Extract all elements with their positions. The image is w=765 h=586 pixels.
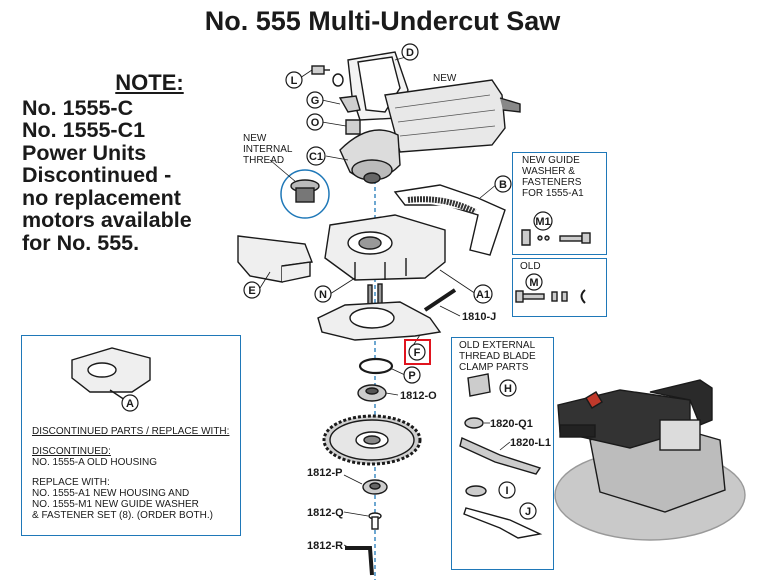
label-o bbox=[306, 113, 324, 131]
part-m1-text: M1 bbox=[535, 216, 550, 228]
discontinued-subheading: DISCONTINUED: bbox=[32, 446, 111, 457]
guard-b bbox=[393, 184, 506, 256]
old-parts-box bbox=[512, 258, 607, 317]
label-g bbox=[306, 91, 324, 109]
replace-line: NO. 1555-A1 NEW HOUSING AND bbox=[32, 488, 190, 499]
callout-line: FASTENERS bbox=[522, 177, 582, 188]
saw-blade bbox=[322, 414, 422, 466]
external-thread-parts bbox=[459, 373, 543, 539]
label-h bbox=[499, 379, 517, 397]
note-line: Power Units bbox=[22, 140, 147, 165]
discontinued-text: DISCONTINUED PARTS / REPLACE WITH: DISCO… bbox=[32, 426, 236, 521]
part-number-1812p: 1812-P bbox=[307, 467, 342, 479]
part-h-text: H bbox=[504, 383, 512, 395]
part-l-text: L bbox=[291, 75, 298, 87]
label-c1 bbox=[306, 146, 326, 166]
highlight-f bbox=[404, 339, 431, 365]
callout-line: CLAMP PARTS bbox=[459, 362, 529, 373]
callout-line: FOR 1555-A1 bbox=[522, 188, 584, 199]
callout-line: INTERNAL bbox=[243, 144, 293, 155]
page-title: No. 555 Multi-Undercut Saw bbox=[204, 6, 561, 36]
note-heading: NOTE: bbox=[115, 70, 184, 95]
callout-line: OLD EXTERNAL bbox=[459, 340, 536, 351]
guide-washer-parts bbox=[521, 229, 591, 246]
note-line: no replacement bbox=[22, 185, 181, 210]
label-a1 bbox=[473, 284, 493, 304]
product-photo bbox=[554, 379, 746, 541]
internal-thread-detail bbox=[269, 159, 330, 219]
new-label: NEW bbox=[433, 73, 457, 84]
part-e-text: E bbox=[248, 285, 255, 297]
label-n bbox=[314, 285, 332, 303]
label-d bbox=[401, 43, 419, 61]
label-b bbox=[494, 175, 512, 193]
note-line: No. 1555-C1 bbox=[22, 118, 146, 142]
new-internal-thread-label: NEW INTERNAL THREAD bbox=[243, 133, 292, 166]
discontinued-line: NO. 1555-A OLD HOUSING bbox=[32, 457, 158, 468]
part-a-text: A bbox=[126, 398, 134, 410]
part-d-text: D bbox=[406, 47, 414, 59]
small-fasteners bbox=[311, 65, 361, 135]
guide-box-label: NEW GUIDE WASHER & FASTENERS FOR 1555-A1 bbox=[522, 155, 584, 199]
label-l bbox=[285, 71, 303, 89]
base-plate-f bbox=[317, 301, 442, 341]
washer-p bbox=[358, 357, 394, 375]
part-g-text: G bbox=[311, 95, 320, 107]
part-number-1812o: 1812-O bbox=[400, 390, 437, 402]
callout-line: THREAD BLADE bbox=[459, 351, 536, 362]
flange-1812p bbox=[362, 479, 388, 495]
flange-1812o bbox=[357, 384, 387, 402]
plate-e bbox=[237, 235, 313, 283]
part-o-text: O bbox=[311, 117, 320, 129]
discontinued-header: DISCONTINUED PARTS / REPLACE WITH: bbox=[32, 426, 230, 437]
old-box-label: OLD bbox=[520, 261, 541, 272]
label-p bbox=[403, 366, 421, 384]
callout-line: NEW bbox=[243, 133, 267, 144]
label-j bbox=[519, 502, 537, 520]
motor-unit bbox=[339, 51, 521, 184]
part-number-1820q1: 1820-Q1 bbox=[490, 418, 533, 430]
old-housing-a bbox=[71, 347, 151, 401]
label-m1 bbox=[533, 211, 553, 231]
callout-line: NEW GUIDE bbox=[522, 155, 580, 166]
discontinued-parts-box bbox=[21, 335, 241, 536]
old-washer-parts bbox=[515, 289, 586, 304]
part-c1-text: C1 bbox=[309, 151, 323, 163]
part-number-1820l1: 1820-L1 bbox=[510, 437, 551, 449]
part-i-text: I bbox=[505, 485, 508, 497]
part-number-1812r: 1812-R bbox=[307, 540, 343, 552]
part-a1-text: A1 bbox=[476, 289, 490, 301]
callout-line: THREAD bbox=[243, 155, 285, 166]
housing-a1 bbox=[324, 214, 446, 281]
replace-line: & FASTENER SET (8). (ORDER BOTH.) bbox=[32, 510, 213, 521]
part-number-1810j: 1810-J bbox=[462, 311, 496, 323]
note-line: motors available bbox=[22, 208, 192, 232]
note-line: for No. 555. bbox=[22, 230, 140, 255]
old-external-thread-box bbox=[451, 337, 554, 570]
part-p-text: P bbox=[408, 370, 415, 382]
part-f-text: F bbox=[414, 347, 421, 359]
replace-line: NO. 1555-M1 NEW GUIDE WASHER bbox=[32, 499, 199, 510]
ext-box-label: OLD EXTERNAL THREAD BLADE CLAMP PARTS bbox=[459, 340, 536, 373]
new-guide-washer-box bbox=[512, 152, 607, 255]
part-m-text: M bbox=[529, 277, 538, 289]
label-m bbox=[525, 273, 543, 291]
replace-subheading: REPLACE WITH: bbox=[32, 477, 110, 488]
label-f bbox=[408, 343, 426, 361]
part-n-text: N bbox=[319, 289, 327, 301]
label-i bbox=[498, 481, 516, 499]
part-b-text: B bbox=[499, 179, 507, 191]
label-a bbox=[121, 394, 139, 412]
part-number-1812q: 1812-Q bbox=[307, 507, 344, 519]
part-j-text: J bbox=[525, 506, 531, 518]
label-e bbox=[243, 281, 261, 299]
note-block: NOTE: No. 1555-C No. 1555-C1 Power Units… bbox=[22, 70, 237, 255]
note-line: Discontinued - bbox=[22, 163, 172, 187]
callout-line: WASHER & bbox=[522, 166, 575, 177]
screw-1812q bbox=[368, 512, 382, 530]
note-line: No. 1555-C bbox=[22, 95, 134, 120]
